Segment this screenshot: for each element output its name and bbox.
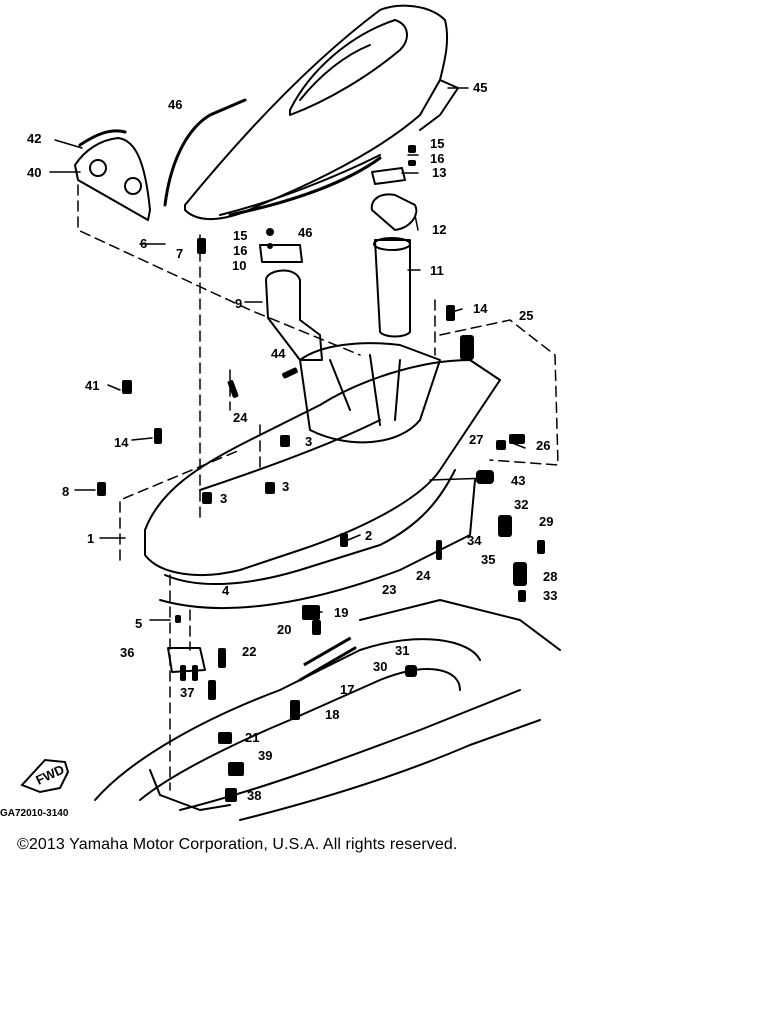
callout: 13 — [432, 165, 446, 180]
exploded-parts-diagram: FWD 1 2 3 3 3 4 5 6 7 8 9 10 11 12 13 14… — [20, 4, 561, 821]
callout: 45 — [473, 80, 487, 95]
leader-lines — [49, 87, 526, 621]
callout: 30 — [373, 659, 387, 674]
callout: 35 — [481, 552, 495, 567]
hull-body — [144, 342, 501, 609]
callout: 27 — [469, 432, 483, 447]
callout: 42 — [27, 131, 41, 146]
callout: 24 — [416, 568, 431, 583]
callout: 26 — [536, 438, 550, 453]
callout: 43 — [511, 473, 525, 488]
callout: 12 — [432, 222, 446, 237]
callout: 3 — [305, 434, 312, 449]
fasteners — [97, 145, 545, 802]
drawing-code: GA72010-3140 — [0, 808, 69, 819]
callout: 15 — [233, 228, 247, 243]
callout: 40 — [27, 165, 41, 180]
callout: 37 — [180, 685, 194, 700]
callout: 39 — [258, 748, 272, 763]
callout: 2 — [365, 528, 372, 543]
callout: 24 — [233, 410, 248, 425]
callout: 6 — [140, 236, 147, 251]
callout: 11 — [430, 263, 444, 278]
filler-neck-assembly — [370, 167, 418, 338]
callout: 34 — [467, 533, 482, 548]
callout: 25 — [519, 308, 533, 323]
seal-strip-upper — [163, 98, 382, 217]
callout: 41 — [85, 378, 99, 393]
callout: 23 — [382, 582, 396, 597]
callout: 14 — [114, 435, 129, 450]
hood-cover — [184, 4, 459, 221]
callout: 7 — [176, 246, 183, 261]
callout: 17 — [340, 682, 354, 697]
lower-hull — [94, 599, 561, 821]
callout: 29 — [539, 514, 553, 529]
fwd-arrow-icon: FWD — [20, 758, 70, 794]
callout: 5 — [135, 616, 142, 631]
bracket-box — [167, 647, 206, 673]
rod — [298, 646, 357, 682]
callout: 22 — [242, 644, 256, 659]
callout: 4 — [222, 583, 230, 598]
callout: 15 — [430, 136, 444, 151]
pipe-assembly — [259, 244, 323, 361]
copyright-notice: ©2013 Yamaha Motor Corporation, U.S.A. A… — [17, 836, 458, 853]
callout: 33 — [543, 588, 557, 603]
callout: 46 — [298, 225, 312, 240]
callout: 36 — [120, 645, 134, 660]
callout-labels: 1 2 3 3 3 4 5 6 7 8 9 10 11 12 13 14 14 … — [27, 80, 557, 803]
callout: 3 — [282, 479, 289, 494]
callout: 16 — [430, 151, 444, 166]
callout: 19 — [334, 605, 348, 620]
callout: 9 — [235, 296, 242, 311]
callout: 21 — [245, 730, 259, 745]
callout: 38 — [247, 788, 261, 803]
callout: 44 — [271, 346, 286, 361]
callout: 28 — [543, 569, 557, 584]
callout: 31 — [395, 643, 409, 658]
callout: 46 — [168, 97, 182, 112]
callout: 16 — [233, 243, 247, 258]
callout: 14 — [473, 301, 488, 316]
callout: 18 — [325, 707, 339, 722]
callout: 3 — [220, 491, 227, 506]
guide-lines — [77, 184, 559, 791]
callout: 1 — [87, 531, 94, 546]
callout: 32 — [514, 497, 528, 512]
callout: 20 — [277, 622, 291, 637]
callout: 8 — [62, 484, 69, 499]
callout: 10 — [232, 258, 246, 273]
side-plate — [74, 129, 151, 221]
